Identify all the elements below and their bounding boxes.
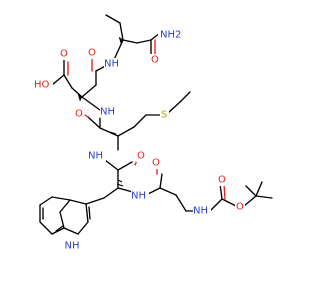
double-bond [223, 183, 226, 200]
bond [59, 211, 65, 229]
bond [117, 126, 135, 137]
bond [136, 39, 152, 44]
bond [104, 159, 119, 171]
bond [63, 74, 73, 89]
atom-label-nh: NH [131, 191, 146, 202]
bond [133, 114, 147, 128]
bond [87, 116, 101, 129]
aromatic-bond [88, 206, 91, 220]
bond [122, 39, 138, 44]
bond [167, 101, 181, 114]
bond [51, 196, 71, 201]
bond [159, 187, 177, 196]
bond [175, 194, 187, 212]
double-bond [84, 114, 89, 118]
methionine-residue [84, 91, 191, 151]
bond [117, 161, 133, 171]
bond [63, 227, 79, 235]
atom-label-ho: HO [34, 80, 50, 91]
bond [219, 183, 223, 200]
atom-label-o: O [218, 175, 226, 186]
bond [209, 198, 223, 212]
atom-label-o: O [60, 49, 68, 60]
bond [69, 199, 87, 205]
bond [255, 181, 263, 197]
atom-label-o: O [137, 151, 145, 162]
aromatic-bond [55, 225, 64, 232]
bond [119, 22, 124, 41]
atom-label-nh: NH [193, 206, 208, 217]
atom-label-nh: NH [100, 107, 115, 118]
atom-label-indole-nh: NH [65, 241, 80, 252]
bond [39, 196, 53, 206]
bond [103, 187, 119, 199]
bond [221, 198, 237, 207]
bond [81, 96, 101, 111]
bond [81, 84, 97, 98]
bond [51, 227, 65, 235]
bond [39, 221, 53, 235]
bond [245, 185, 257, 197]
stereo-wedge [77, 93, 83, 102]
tryptophan-residue [39, 157, 141, 235]
atom-label-o: O [151, 55, 159, 66]
bond [147, 187, 161, 195]
bond [77, 221, 89, 235]
structure-drawing: NH2 O O HO O NH NH O S NH O NH O NH O O … [33, 14, 273, 252]
bond [59, 199, 71, 213]
atom-label-nh: NH [88, 151, 103, 162]
molecule-canvas: NH2 O O HO O NH NH O S NH O NH O NH O O … [33, 14, 273, 252]
bond [243, 195, 257, 207]
aminobutanamide-residue [105, 14, 161, 63]
atom-label-o: O [152, 158, 160, 169]
stereo-hash [116, 179, 124, 187]
atom-labels: NH2 O O HO O NH NH O S NH O NH O NH O O … [33, 28, 245, 252]
bond [85, 203, 89, 223]
atom-label-o: O [236, 202, 244, 213]
atom-label-o: O [75, 109, 83, 120]
atom-label-o: O [88, 48, 96, 59]
bond [179, 91, 191, 103]
atom-label-nh2: NH2 [160, 30, 181, 41]
bond [105, 14, 121, 24]
atom-label-s: S [161, 110, 167, 121]
boc-beta-alanine [147, 164, 273, 212]
bond [255, 195, 273, 199]
stereo-wedge [118, 36, 124, 45]
atom-label-nh: NH [104, 59, 119, 70]
stereo-hash [109, 131, 119, 137]
bond [85, 197, 105, 205]
bond [51, 74, 65, 86]
bond [159, 173, 163, 189]
